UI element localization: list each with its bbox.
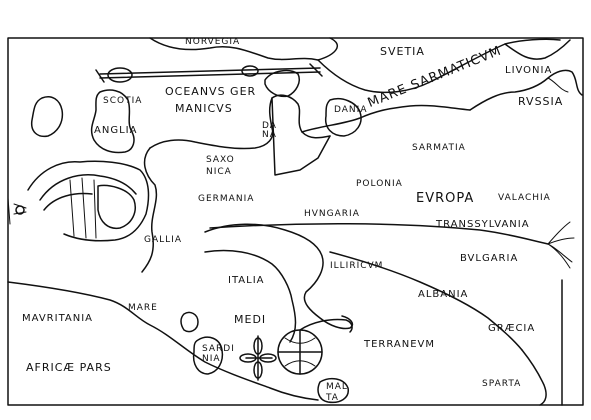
jutland xyxy=(271,97,331,176)
orb-icon xyxy=(277,329,323,375)
label-saxonica: SAXO NICA xyxy=(206,155,235,177)
label-italia: ITALIA xyxy=(228,275,265,286)
label-europa: EVROPA xyxy=(416,191,475,206)
label-transsylvania: TRANSSYLVANIA xyxy=(436,219,530,230)
label-sarmatia: SARMATIA xyxy=(412,143,466,153)
ireland xyxy=(30,96,64,138)
label-dana: DA NA xyxy=(262,121,277,140)
label-hungaria: HVNGARIA xyxy=(304,209,360,219)
label-scotia: SCOTIA xyxy=(103,96,143,106)
crown-icon xyxy=(7,160,150,242)
label-malta: MAL TA xyxy=(326,382,348,403)
greece xyxy=(521,349,547,406)
label-medi: MEDI xyxy=(234,313,267,326)
label-dania: DANIA xyxy=(334,105,368,115)
iberia xyxy=(141,147,158,273)
scepter-river xyxy=(209,222,549,245)
label-africae-pars: AFRICÆ PARS xyxy=(26,361,112,374)
sardinia xyxy=(192,336,224,375)
label-oceanus: OCEANVS GER xyxy=(165,85,257,98)
label-mauritania: MAVRITANIA xyxy=(22,313,94,324)
adriatic-coast xyxy=(329,251,523,351)
north-coast-germany xyxy=(301,104,471,133)
italy xyxy=(204,223,354,330)
scotland xyxy=(90,89,135,154)
italy-west xyxy=(204,249,297,343)
denmark-island xyxy=(324,98,362,137)
label-norvegia: NORVEGIA xyxy=(185,37,241,47)
sicily xyxy=(299,318,353,333)
europa-body xyxy=(149,94,331,150)
label-livonia: LIVONIA xyxy=(505,65,553,76)
hand xyxy=(264,69,300,98)
label-anglia: ANGLIA xyxy=(94,125,138,136)
finland-coast xyxy=(504,39,571,60)
label-germania: GERMANIA xyxy=(198,194,255,204)
label-manicus: MANICVS xyxy=(175,102,233,115)
label-albania: ALBANIA xyxy=(418,289,469,300)
danube-delta xyxy=(547,221,575,269)
scandinavia-coast xyxy=(149,37,561,94)
africa-coast xyxy=(7,281,319,401)
cross-icon xyxy=(239,335,277,381)
malta xyxy=(317,377,349,404)
label-valachia: VALACHIA xyxy=(498,193,551,203)
label-graecia: GRÆCIA xyxy=(488,323,536,334)
scepter-icon xyxy=(95,63,323,83)
label-bulgaria: BVLGARIA xyxy=(460,253,519,264)
label-sparta: SPARTA xyxy=(482,379,522,389)
label-illiricum: ILLIRICVM xyxy=(330,261,384,271)
label-sardinia: SARDI NIA xyxy=(202,344,235,364)
label-mare: MARE xyxy=(128,303,158,313)
label-terraneum: TERRANEVM xyxy=(364,339,436,350)
label-gallia: GALLIA xyxy=(144,235,182,245)
label-russia: RVSSIA xyxy=(518,95,564,108)
label-polonia: POLONIA xyxy=(356,179,403,189)
label-svetia: SVETIA xyxy=(380,45,425,58)
baltic-east-coast xyxy=(317,37,339,61)
corsica xyxy=(180,311,199,333)
